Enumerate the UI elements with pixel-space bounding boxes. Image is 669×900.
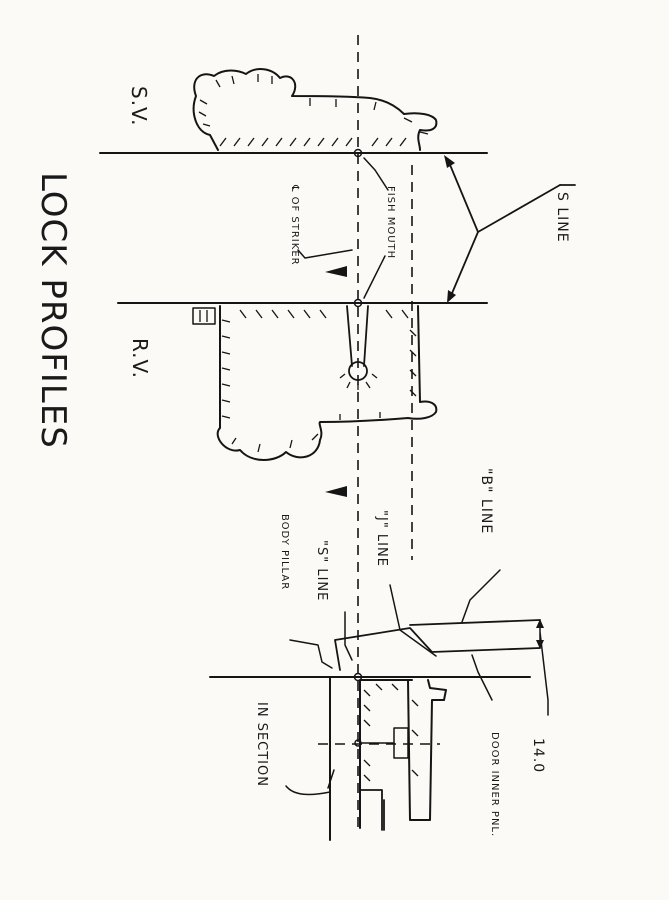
section-body-outline — [329, 676, 447, 841]
s-line-2-label: "S" LINE — [314, 540, 329, 601]
striker-leader — [297, 249, 353, 259]
door-inner-pnl-leader — [471, 654, 493, 701]
section-fastener-head — [393, 727, 409, 759]
section-bracket — [359, 789, 385, 831]
b-line-leader — [461, 569, 501, 623]
striker-circle — [348, 361, 368, 381]
door-inner-panel — [334, 627, 541, 671]
rv-pivot-circle — [353, 298, 363, 308]
s-line-2-leader — [344, 611, 353, 661]
rv-cloud-profile — [216, 305, 438, 461]
fish-mouth-slot — [346, 305, 369, 367]
fish-mouth-label: FISH MOUTH — [385, 186, 396, 259]
fish-mouth-leader — [363, 157, 389, 299]
j-line-leader — [389, 584, 437, 657]
sv-pivot-circle — [353, 148, 363, 158]
sv-cloud-profile — [192, 68, 438, 151]
sv-hatching — [198, 74, 429, 147]
in-section-leader — [285, 769, 335, 796]
dimension-label: 14.0 — [530, 738, 546, 773]
rv-small-tab — [192, 307, 216, 325]
centerline-arrow-1 — [325, 266, 347, 277]
section-pivot-circle — [353, 672, 363, 682]
b-line-label: "B" LINE — [478, 468, 494, 534]
dimension-leader — [539, 619, 549, 716]
s-line-arrowhead-lower — [447, 290, 456, 303]
side-view-label: S.V. — [127, 86, 151, 127]
striker-rays — [339, 373, 378, 390]
rear-view-label: R.V. — [128, 338, 152, 379]
section-bolt-circle — [354, 739, 362, 747]
dimension-arrowhead-top — [536, 619, 544, 628]
rv-hatching — [221, 309, 417, 453]
s-line-leader — [447, 159, 561, 299]
body-pillar-leader — [289, 639, 333, 669]
cl-of-striker-label: ℄ OF STRIKER — [289, 184, 300, 266]
s-line-label: S LINE — [554, 192, 570, 243]
b-line — [409, 619, 541, 626]
body-pillar-label: BODY PILLAR — [279, 514, 290, 590]
centerline-arrow-2 — [325, 486, 347, 497]
door-inner-pnl-label: DOOR INNER PNL. — [489, 732, 500, 837]
j-line-label: "J" LINE — [374, 510, 389, 567]
page-title: LOCK PROFILES — [33, 172, 73, 449]
in-section-label: IN SECTION — [254, 702, 269, 787]
s-line-arrowhead-upper — [444, 155, 455, 168]
dimension-arrowhead-bottom — [536, 640, 544, 649]
section-hatching — [363, 683, 419, 782]
